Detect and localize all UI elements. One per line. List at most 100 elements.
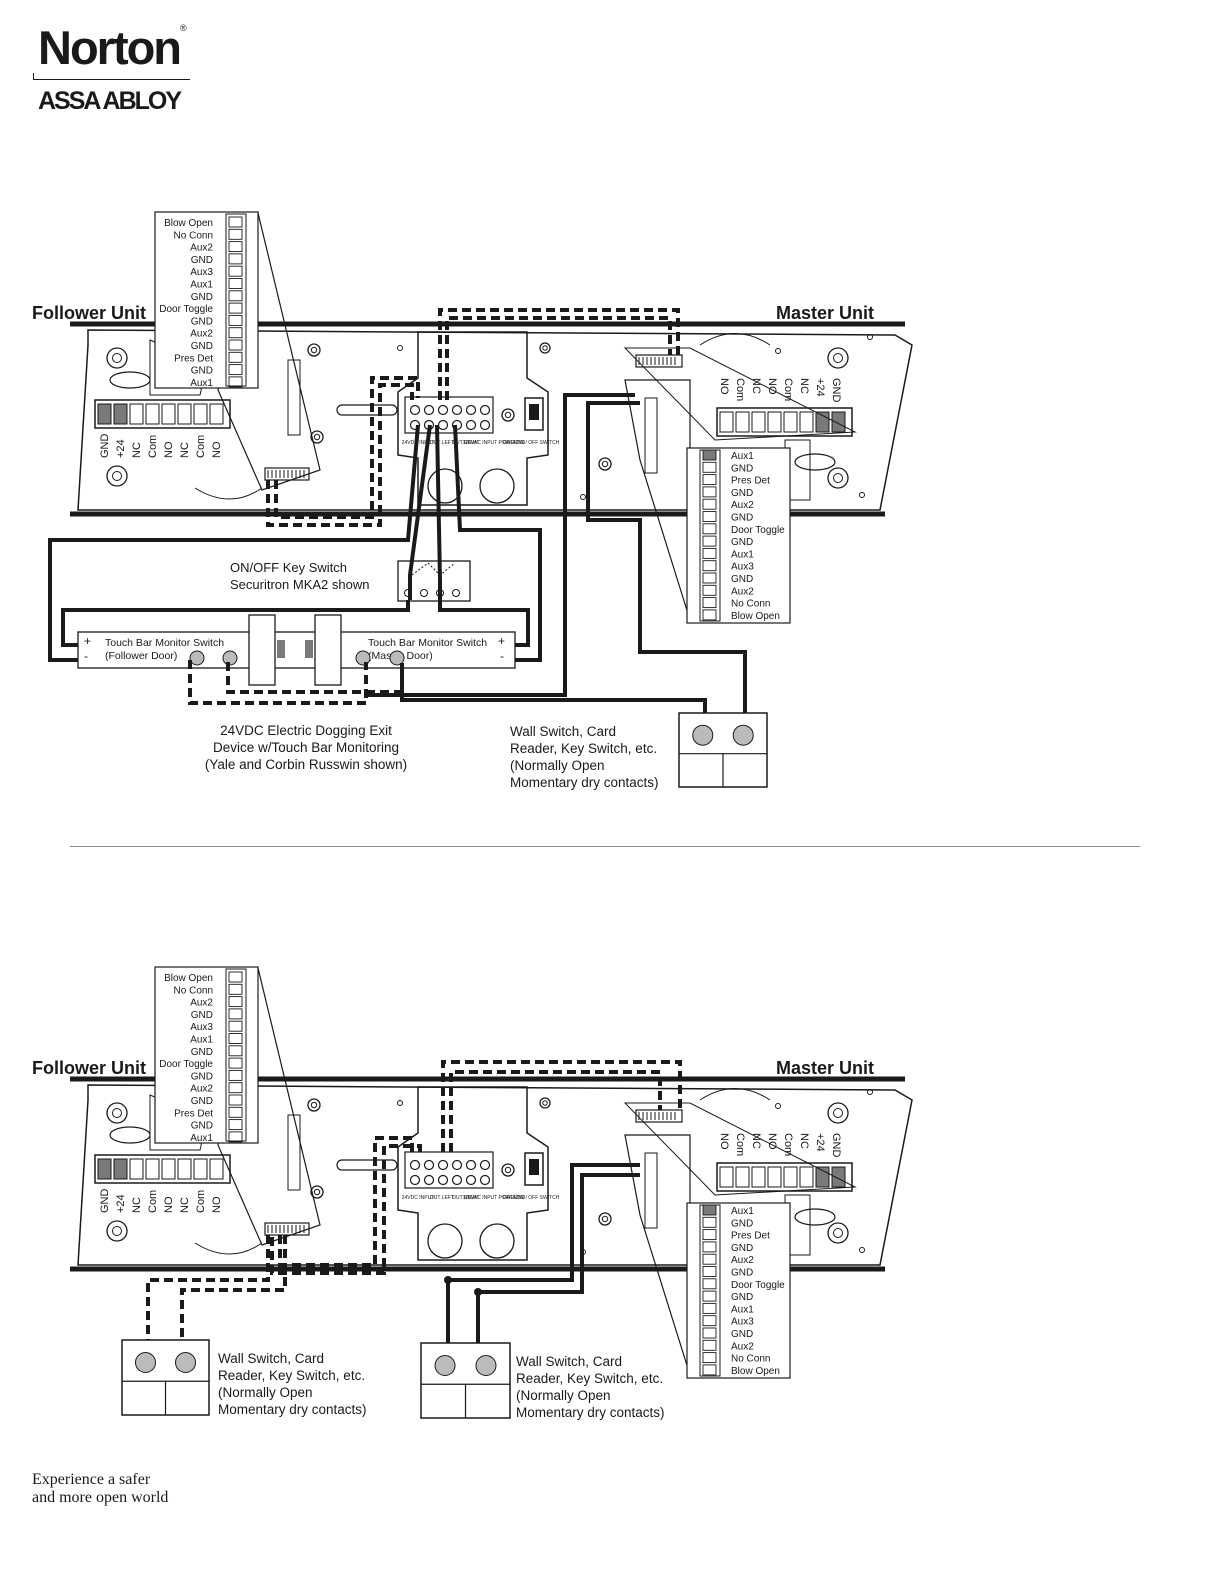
registered-mark: ® [180,23,187,33]
follower-relay-label-gnd: GND [99,434,111,459]
dogging-latch [277,640,285,658]
screw-inner [542,1100,548,1106]
dashed-wire [146,1235,270,1362]
follower-relay-terminals [94,1154,231,1184]
power-terminal-screw [437,1174,449,1186]
follower-relay-label-nc: NC [179,442,191,458]
power-terminal-screw [479,1174,491,1186]
follower-pin-terminal [228,327,243,339]
master-pin-aux2-label: Aux2 [731,586,754,597]
wire [476,1173,640,1362]
brand-parent: ASSA ABLOY [38,87,182,115]
relay-terminal [751,1166,766,1188]
master-pin-aux3-label: Aux3 [731,562,754,573]
tagline: Experience a safer and more open world [32,1471,232,1507]
board-label-ground: GROUND [503,1195,526,1201]
wall-switch-3-label-line-2: Reader, Key Switch, etc. [516,1371,663,1386]
follower-pin-column [225,968,247,1142]
master-pin-blow-open-label: Blow Open [731,611,780,622]
follower-pin-gnd-label: GND [191,366,213,377]
relay-terminal [113,1158,128,1180]
wall-switch-2-contact [134,1352,156,1373]
mount-hole [827,347,849,369]
wall-switch-2-label-line-1: Wall Switch, Card [218,1351,324,1366]
master-pin-aux1-label: Aux1 [731,451,754,462]
wire [408,424,432,600]
follower-pin-terminal [228,1008,243,1020]
master-pin-pres-det-label: Pres Det [731,1231,770,1242]
power-terminal-screw [465,404,477,416]
dashed-wire [445,316,672,400]
touch-bar-contact [389,650,405,666]
section-divider [70,846,1140,847]
follower-pin-terminal [228,302,243,314]
power-terminal-screw [465,419,477,431]
master-pin-gnd-label: GND [731,1292,753,1303]
dashed-wire [270,1144,422,1275]
follower-pin-aux3-label: Aux3 [190,267,213,278]
wire [586,401,747,730]
follower-side-header [287,1114,301,1191]
master-pin-panel [686,447,791,624]
relay-terminal [129,1158,144,1180]
dashed-wire [266,383,414,527]
follower-relay-label-com: Com [147,435,159,458]
master-pin-gnd-label: GND [731,574,753,585]
tagline-line-2: and more open world [32,1489,169,1506]
follower-pin-door-toggle-label: Door Toggle [159,1059,213,1070]
mount-hole [827,1102,849,1124]
key-switch-label-line-1: ON/OFF Key Switch [230,560,347,575]
rivet [859,1247,865,1253]
follower-arm-base [194,1242,263,1255]
follower-relay-label-24: +24 [115,1194,127,1213]
follower-pin-terminal [228,253,243,265]
follower-pin-terminal [228,971,243,983]
ground-screw-inner [504,411,512,419]
follower-pin-terminal [228,228,243,240]
follower-pin-panel [154,211,259,389]
key-switch-terminal [420,589,428,597]
follower-side-header [287,359,301,436]
follower-relay-label-nc: NC [131,1197,143,1213]
master-relay-label-nc: NC [798,1133,810,1149]
follower-pin-aux2-label: Aux2 [190,243,213,254]
wire-junction [444,1276,452,1284]
screw [307,1098,321,1112]
follower-pin-terminal [228,1045,243,1057]
power-terminal-screw [479,1159,491,1171]
wall-switch-2-contact [175,1352,197,1373]
relay-terminal [209,1158,224,1180]
follower-pin-gnd-label: GND [191,341,213,352]
touch-bar-contact [355,650,371,666]
master-pin-terminal [702,474,717,486]
follower-pin-pres-det-label: Pres Det [174,1108,213,1119]
master-relay-label-no: NO [718,1133,730,1150]
follower-pin-terminal [228,216,243,228]
board-label-120vac-input-power: 120VAC INPUT POWER [463,440,518,446]
screw [310,430,324,444]
logo-rule [34,79,190,80]
board-label-dut-right: DUT RIGHT [452,1195,479,1201]
wall-switch-1-label-line-1: Wall Switch, Card [510,724,616,739]
power-board [397,331,549,506]
relay-terminal [161,403,176,425]
spring-clip [794,1208,836,1226]
power-terminal-screw [479,404,491,416]
follower-pin-terminal [228,1020,243,1032]
wall-switch-2-label-line-2: Reader, Key Switch, etc. [218,1368,365,1383]
rivet [397,345,403,351]
follower-pin-terminal [228,1106,243,1118]
master-pin-aux2-label: Aux2 [731,500,754,511]
wire [438,600,530,647]
follower-relay-label-com: Com [195,435,207,458]
follower-pin-terminal [228,996,243,1008]
master-pin-terminal [702,1302,717,1314]
relay-terminal [177,403,192,425]
master-pin-terminal [702,584,717,596]
master-arm-base [699,333,771,346]
relay-terminal [783,1166,798,1188]
follower-pin-gnd-label: GND [191,1096,213,1107]
master-side-header [644,397,658,474]
wall-switch-3-label-line-4: Momentary dry contacts) [516,1405,665,1420]
